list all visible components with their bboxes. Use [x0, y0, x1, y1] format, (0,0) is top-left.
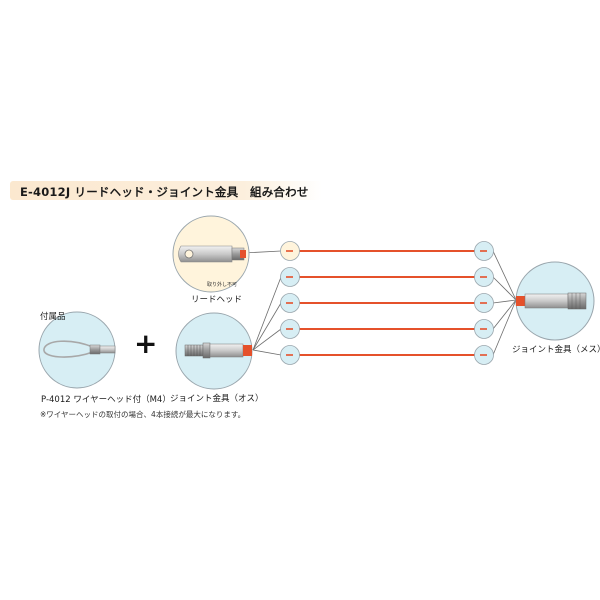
wire-head-label: P-4012 ワイヤーヘッド付（M4） [41, 395, 171, 405]
joint-male-zoom [175, 312, 253, 390]
right-end-circles [474, 241, 494, 365]
joint-female-label: ジョイント金具（メス） [512, 345, 600, 355]
connector-line [492, 299, 517, 304]
connector-line [252, 349, 282, 356]
lead-head-zoom [172, 215, 250, 293]
connector-line [492, 299, 517, 356]
plus-sign: + [134, 327, 158, 360]
wire-head-zoom [38, 311, 116, 389]
title-bar [10, 181, 322, 200]
lead-head-label: リードヘッド [191, 295, 243, 305]
connector-line [243, 250, 282, 254]
joint-female-zoom [515, 261, 595, 341]
connector-line [252, 328, 282, 351]
joint-male-label: ジョイント金具（オス） [170, 394, 264, 404]
connector-line [252, 302, 282, 351]
connector-line [492, 299, 517, 330]
connector-line [492, 250, 517, 301]
page-title: E-4012J リードヘッド・ジョイント金具 組み合わせ [20, 185, 309, 199]
connector-line [492, 276, 517, 301]
connector-line [252, 276, 282, 351]
note-text: ※ワイヤーヘッドの取付の場合、4本接続が最大になります。 [40, 410, 246, 419]
left-end-circles [280, 241, 300, 365]
lead-head-caption: 取り外し不可 [207, 282, 238, 288]
accessory-label: 付属品 [40, 312, 66, 322]
